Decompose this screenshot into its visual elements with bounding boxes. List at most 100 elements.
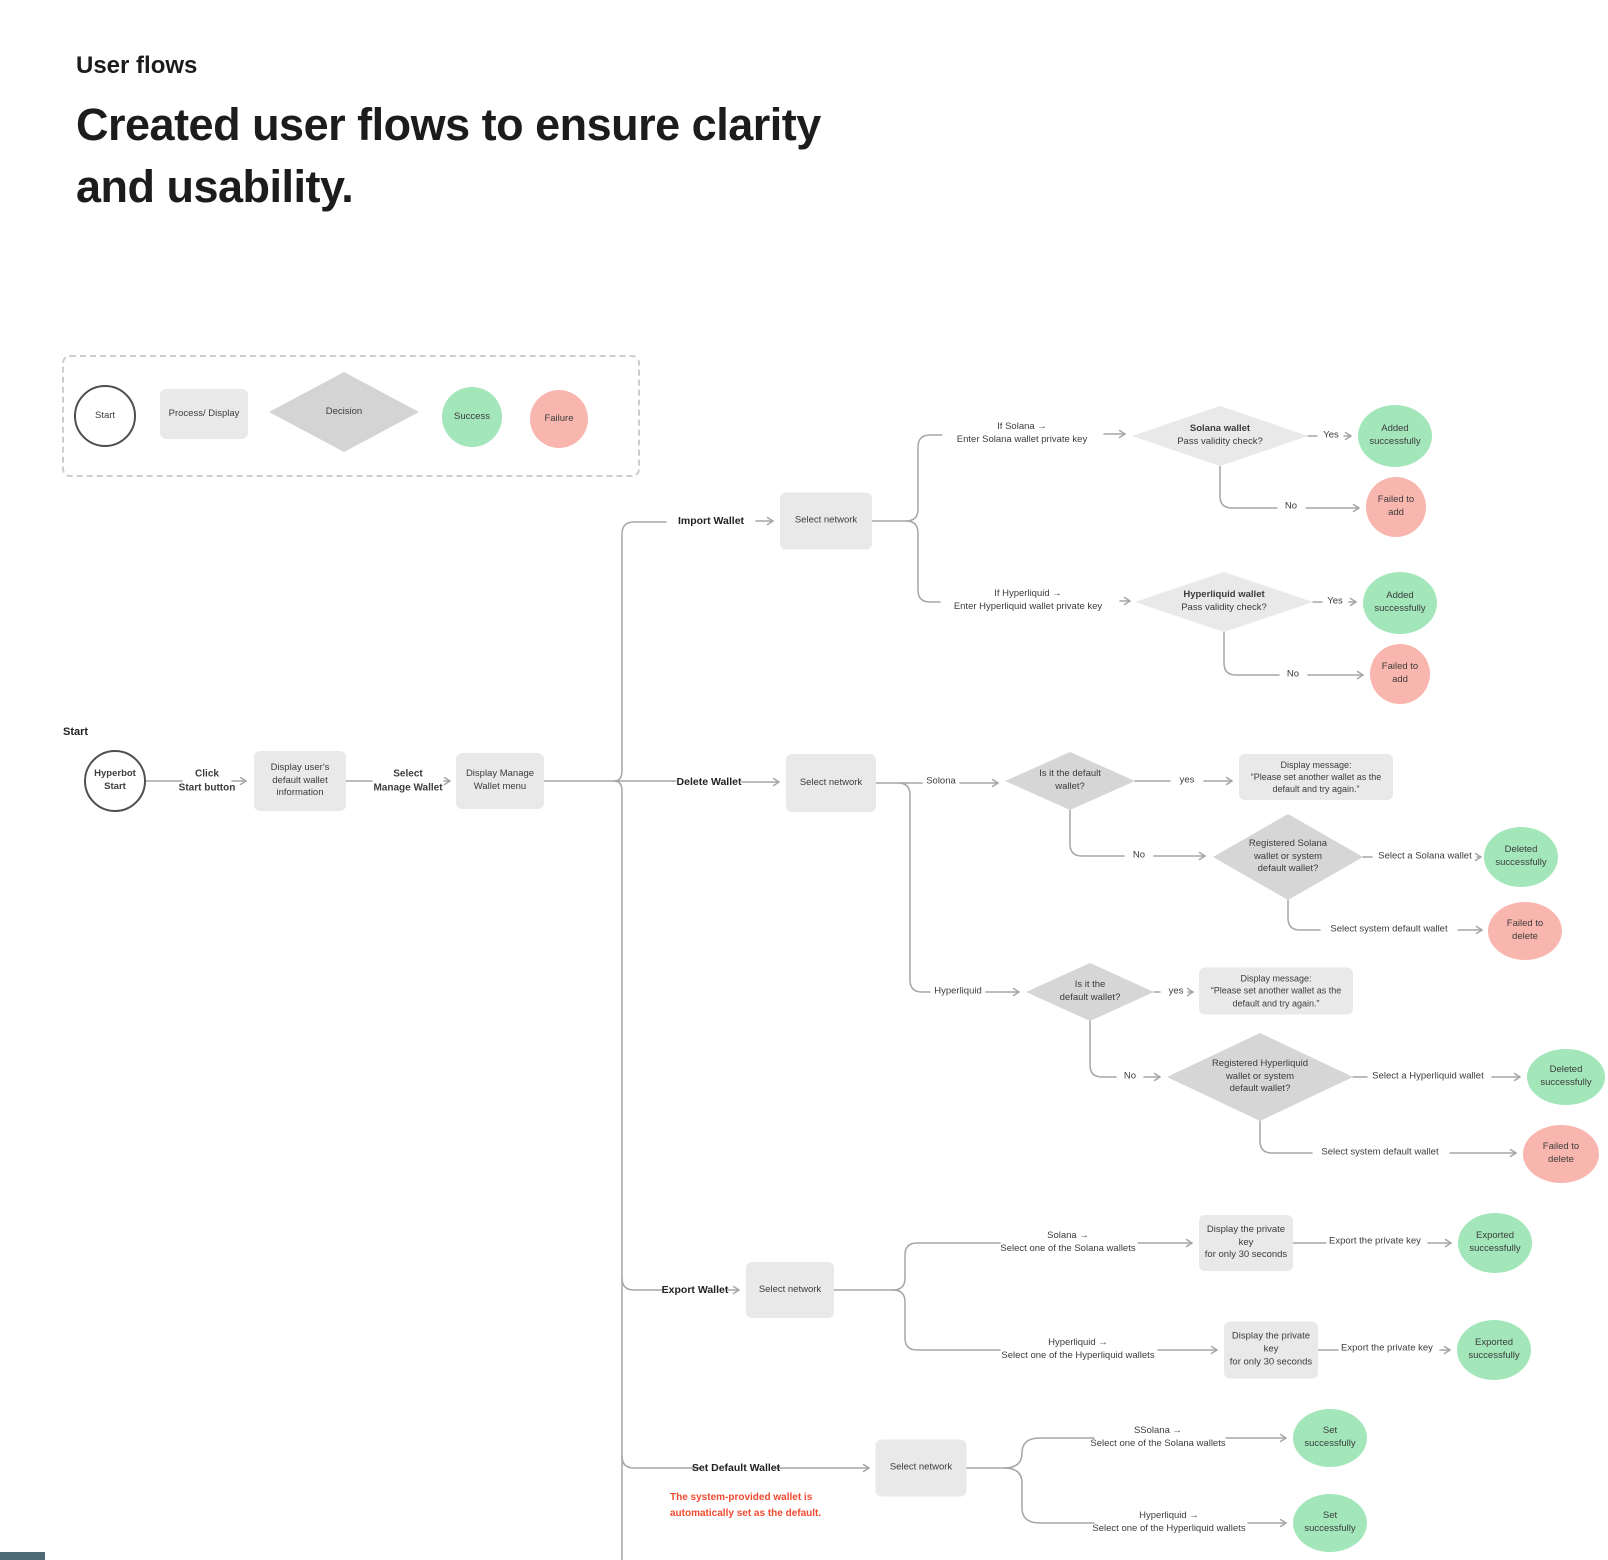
node-text: Failure	[544, 412, 574, 424]
node-text: Is it the default	[1039, 768, 1101, 780]
node-text: for only 30 seconds	[1229, 1356, 1313, 1368]
node-text: successfully	[1369, 436, 1421, 447]
node-text: successfully	[1540, 1077, 1592, 1088]
set-default-hyperliquid-success-node: Set successfully	[1293, 1494, 1367, 1552]
node-text: Success	[454, 410, 490, 422]
edge-label-line: If Solana →	[997, 421, 1047, 433]
import-hyperliquid-success-node: Added successfully	[1363, 572, 1437, 634]
node-text: successfully	[1495, 857, 1547, 868]
node-text: delete	[1548, 1154, 1574, 1165]
edge-label-line: Enter Hyperliquid wallet private key	[953, 601, 1103, 612]
node-text: Display Manage	[465, 768, 535, 780]
node-text: Display user's	[270, 761, 330, 773]
delete-hyperliquid-success-node: Deleted successfully	[1527, 1049, 1605, 1105]
node-text: default and try again.”	[1232, 998, 1320, 1009]
edge-label-yes: Yes	[1327, 595, 1343, 607]
node-text: default and try again.”	[1272, 784, 1360, 795]
edge-label-select-hyperliquid-wallet: Select a Hyperliquid wallet	[1372, 1070, 1484, 1082]
delete-solana-success-node: Deleted successfully	[1484, 827, 1558, 887]
node-text: Failed to	[1506, 918, 1544, 930]
node-text: Failed to	[1381, 661, 1419, 673]
branch-label-export-wallet: Export Wallet	[661, 1283, 729, 1296]
page-title: Created user flows to ensure clarity and…	[76, 94, 821, 218]
export-hyperliquid-success-node: Exported successfully	[1457, 1320, 1531, 1380]
delete-solana-message-node: Display message: “Please set another wal…	[1239, 754, 1393, 800]
edge-label-no: No	[1286, 668, 1300, 680]
section-eyebrow: User flows	[76, 52, 198, 79]
edge-label-solona: Solona	[926, 775, 956, 787]
node-text: Is it the	[1074, 979, 1106, 991]
edge-label-line: Manage Wallet	[373, 782, 443, 793]
node-text: information	[276, 787, 324, 799]
node-text: Decision	[325, 405, 363, 417]
node-text: Registered Solana	[1248, 837, 1328, 849]
display-manage-menu-node: Display Manage Wallet menu	[456, 753, 544, 809]
export-select-network-node: Select network	[746, 1262, 834, 1318]
edge-label-select-system-default: Select system default wallet	[1321, 1146, 1439, 1158]
node-text: Display the private key	[1231, 1330, 1311, 1355]
node-text: default wallet?	[1257, 863, 1319, 875]
branch-label-set-default-wallet: Set Default Wallet	[691, 1461, 781, 1474]
node-text: Select network	[799, 776, 863, 788]
node-text: Display message:	[1240, 973, 1312, 984]
node-text: Failed to	[1542, 1141, 1580, 1153]
node-text: wallet?	[1055, 781, 1085, 792]
export-solana-success-node: Exported successfully	[1458, 1213, 1532, 1273]
edge-label-line: Select	[393, 768, 423, 780]
edge-label-if-solana: If Solana → Enter Solana wallet private …	[957, 421, 1087, 447]
node-text: Set	[1322, 1510, 1338, 1522]
edge-label-if-hyperliquid: If Hyperliquid → Enter Hyperliquid walle…	[954, 588, 1102, 614]
edge-label-export-key: Export the private key	[1341, 1342, 1433, 1354]
node-text: Pass validity check?	[1177, 436, 1263, 447]
export-hyperliquid-display-key-node: Display the private key for only 30 seco…	[1224, 1321, 1318, 1379]
edge-label-ssolana: SSolana → Select one of the Solana walle…	[1090, 1425, 1225, 1451]
node-text: “Please set another wallet as the	[1210, 985, 1342, 996]
node-text: add	[1392, 674, 1408, 685]
node-text: Display message:	[1280, 759, 1352, 770]
note-line: The system-provided wallet is	[670, 1492, 813, 1503]
edge-label-line: Select one of the Solana wallets	[1000, 1243, 1136, 1254]
legend-box	[62, 355, 640, 477]
delete-hyperliquid-message-node: Display message: “Please set another wal…	[1199, 967, 1353, 1015]
edge-label-select-manage: Select Manage Wallet	[373, 768, 442, 795]
node-text: default wallet?	[1229, 1083, 1291, 1095]
import-select-network-node: Select network	[780, 492, 872, 550]
node-text: wallet or system	[1253, 850, 1323, 862]
node-text: Deleted	[1549, 1064, 1583, 1076]
edge-label-select-solana-wallet: Select a Solana wallet	[1378, 850, 1472, 862]
node-text: Failed to	[1377, 494, 1415, 506]
edge-label-line: Start button	[178, 782, 236, 793]
node-text: Display the private key	[1206, 1223, 1286, 1248]
edge-label-line: Select one of the Hyperliquid wallets	[1001, 1350, 1155, 1361]
node-text: “Please set another wallet as the	[1250, 771, 1382, 782]
import-hyperliquid-failure-node: Failed to add	[1370, 644, 1430, 704]
branch-label-import-wallet: Import Wallet	[677, 514, 745, 527]
corner-bar	[0, 1552, 45, 1560]
edge-label-hyperliquid-set: Hyperliquid → Select one of the Hyperliq…	[1092, 1510, 1245, 1536]
node-text: successfully	[1468, 1350, 1520, 1361]
node-text: default wallet	[272, 774, 328, 786]
legend-failure-node: Failure	[530, 390, 588, 448]
edge-label-line: Solana →	[1047, 1230, 1089, 1242]
node-text: add	[1388, 507, 1404, 518]
page-title-line: and usability.	[76, 161, 354, 212]
node-text: Select network	[889, 1461, 953, 1473]
node-text: Hyperliquid wallet	[1183, 589, 1265, 601]
node-text: Process/ Display	[168, 407, 240, 419]
start-caption: Start	[63, 726, 89, 738]
node-text: Start	[104, 781, 126, 792]
edge-label-click-start: Click Start button	[179, 768, 236, 795]
node-text: successfully	[1469, 1243, 1521, 1254]
legend-success-node: Success	[442, 387, 502, 447]
edge-label-select-system-default: Select system default wallet	[1330, 923, 1448, 935]
legend-process-node: Process/ Display	[160, 389, 248, 439]
edge-label-no: No	[1132, 849, 1146, 861]
edge-label-line: Click	[195, 768, 219, 780]
node-text: Added	[1381, 423, 1409, 435]
node-text: successfully	[1304, 1523, 1356, 1534]
node-text: for only 30 seconds	[1204, 1249, 1288, 1261]
edge-label-yes: yes	[1179, 774, 1195, 786]
page-title-line: Created user flows to ensure clarity	[76, 99, 821, 150]
node-text: Hyperbot	[94, 768, 136, 780]
